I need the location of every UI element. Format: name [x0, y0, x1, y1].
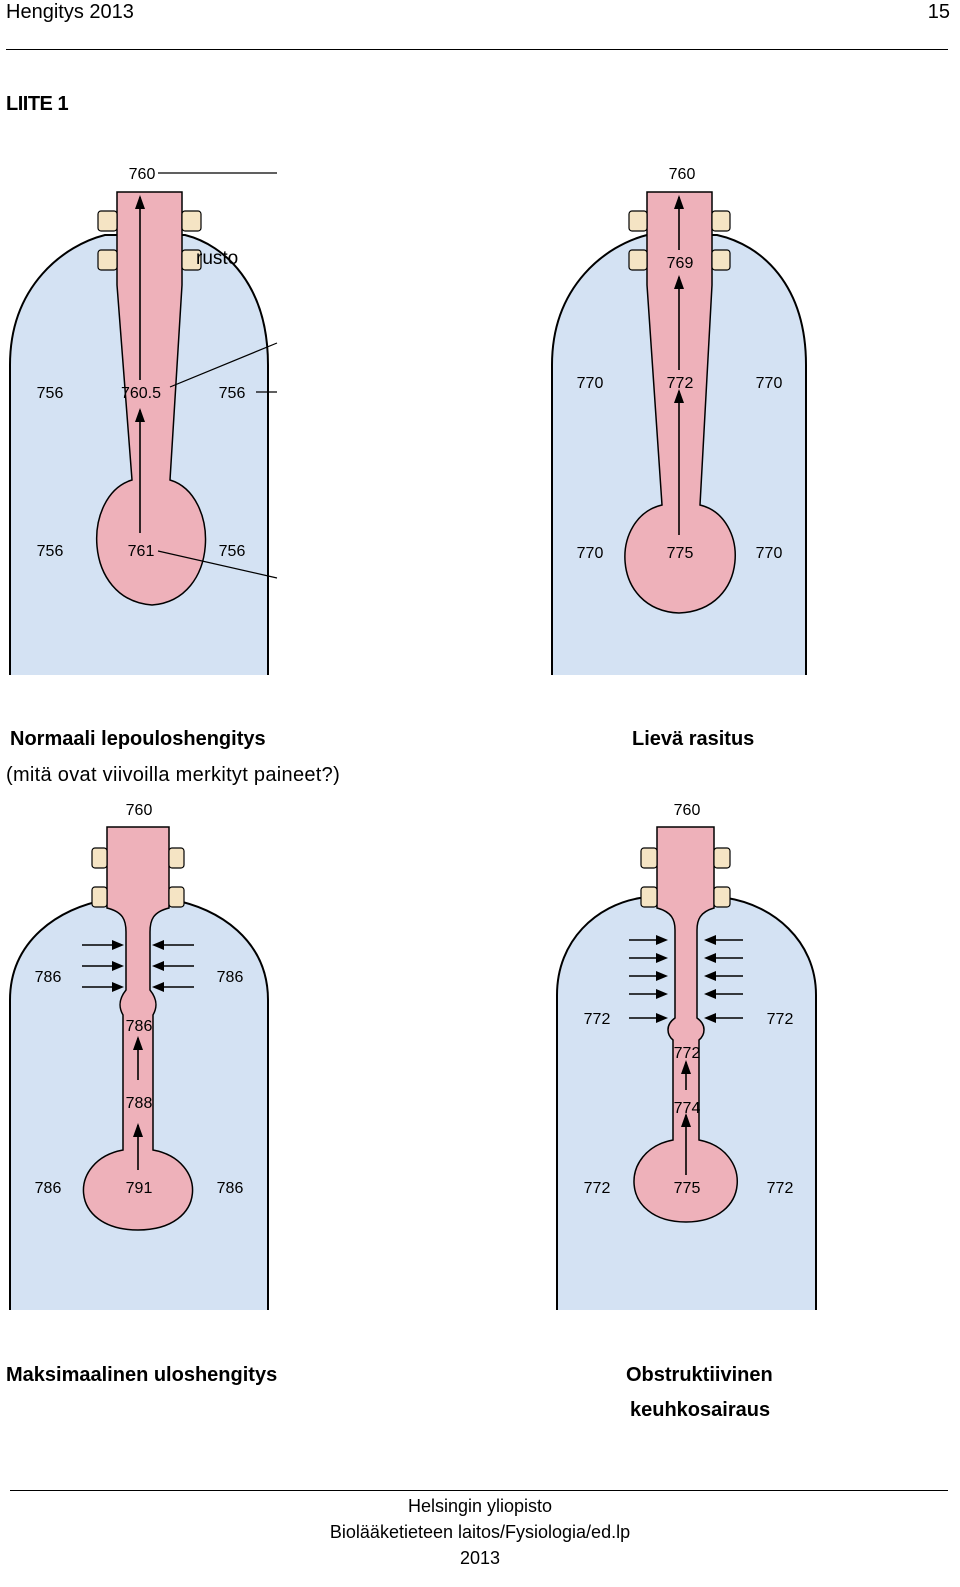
- footer-year: 2013: [0, 1548, 960, 1569]
- caption-question: (mitä ovat viivoilla merkityt paineet?): [6, 764, 340, 787]
- pressure-label-airway: 772: [667, 375, 694, 392]
- pressure-label-pleural: 756: [219, 543, 246, 560]
- footer-university: Helsingin yliopisto: [0, 1496, 960, 1517]
- pressure-label-pleural: 756: [37, 543, 64, 560]
- page-number: 15: [928, 1, 950, 24]
- appendix-label: LIITE 1: [6, 93, 68, 116]
- pressure-label-pleural: 772: [584, 1180, 611, 1197]
- cartilage-ring: [712, 250, 730, 270]
- cartilage-ring: [169, 848, 184, 868]
- cartilage-ring: [92, 887, 107, 907]
- pressure-label-top: 760: [669, 166, 696, 183]
- header-rule: [6, 49, 948, 50]
- cartilage-ring: [92, 848, 107, 868]
- caption-maximal-expiration: Maksimaalinen uloshengitys: [6, 1364, 277, 1387]
- pressure-label-pleural: 770: [577, 375, 604, 392]
- pressure-label-pleural: 772: [767, 1180, 794, 1197]
- pressure-label-trachea: 769: [667, 255, 694, 272]
- footer-rule: [10, 1490, 948, 1491]
- cartilage-ring: [714, 887, 730, 907]
- cartilage-ring: [629, 211, 647, 231]
- cartilage-ring: [98, 250, 117, 270]
- pressure-label-alveolar: 775: [667, 545, 694, 562]
- cartilage-ring: [641, 887, 657, 907]
- cartilage-label: rusto: [196, 248, 238, 269]
- header-title: Hengitys 2013: [6, 1, 134, 24]
- diagram-maximal-expiration: 760 786 786 786 788 791 786 786: [10, 790, 280, 1315]
- pressure-label-airway: 786: [126, 1018, 153, 1035]
- pressure-label-pleural: 772: [584, 1011, 611, 1028]
- footer-department: Biolääketieteen laitos/Fysiologia/ed.lp: [0, 1522, 960, 1543]
- pressure-label-pleural: 770: [756, 545, 783, 562]
- caption-normal-expiration: Normaali lepouloshengitys: [10, 728, 266, 751]
- pressure-label-pleural: 770: [756, 375, 783, 392]
- pressure-label-pleural: 756: [219, 385, 246, 402]
- diagram-normal-expiration: 760 rusto 760.5 756 756 761 756 756: [10, 155, 280, 680]
- pressure-label-alveolar: 775: [674, 1180, 701, 1197]
- caption-obstructive-line2: keuhkosairaus: [630, 1399, 770, 1422]
- pressure-label-airway-lower: 788: [126, 1095, 153, 1112]
- pressure-label-pleural: 756: [37, 385, 64, 402]
- pressure-label-pleural: 770: [577, 545, 604, 562]
- cartilage-ring: [712, 211, 730, 231]
- cartilage-ring: [714, 848, 730, 868]
- diagram-obstructive-disease: 760 772 772 772 774 775 772 772: [552, 790, 822, 1315]
- pressure-label-top: 760: [674, 802, 701, 819]
- pressure-label-airway: 772: [674, 1045, 701, 1062]
- pressure-label-airway-lower: 774: [674, 1100, 701, 1117]
- pressure-label-airway: 760.5: [121, 385, 161, 402]
- pressure-label-top: 760: [129, 166, 156, 183]
- cartilage-ring: [169, 887, 184, 907]
- cartilage-ring: [98, 211, 117, 231]
- caption-obstructive-line1: Obstruktiivinen: [626, 1364, 773, 1387]
- diagram-mild-exertion: 760 769 772 770 770 775 770 770: [552, 155, 822, 680]
- pressure-label-pleural: 786: [35, 969, 62, 986]
- pressure-label-alveolar: 791: [126, 1180, 153, 1197]
- pressure-label-pleural: 786: [217, 1180, 244, 1197]
- pressure-label-pleural: 786: [35, 1180, 62, 1197]
- cartilage-ring: [182, 211, 201, 231]
- cartilage-ring: [641, 848, 657, 868]
- pressure-label-alveolar: 761: [128, 543, 155, 560]
- pressure-label-pleural: 786: [217, 969, 244, 986]
- caption-mild-exertion: Lievä rasitus: [632, 728, 754, 751]
- pressure-label-top: 760: [126, 802, 153, 819]
- cartilage-ring: [629, 250, 647, 270]
- pressure-label-pleural: 772: [767, 1011, 794, 1028]
